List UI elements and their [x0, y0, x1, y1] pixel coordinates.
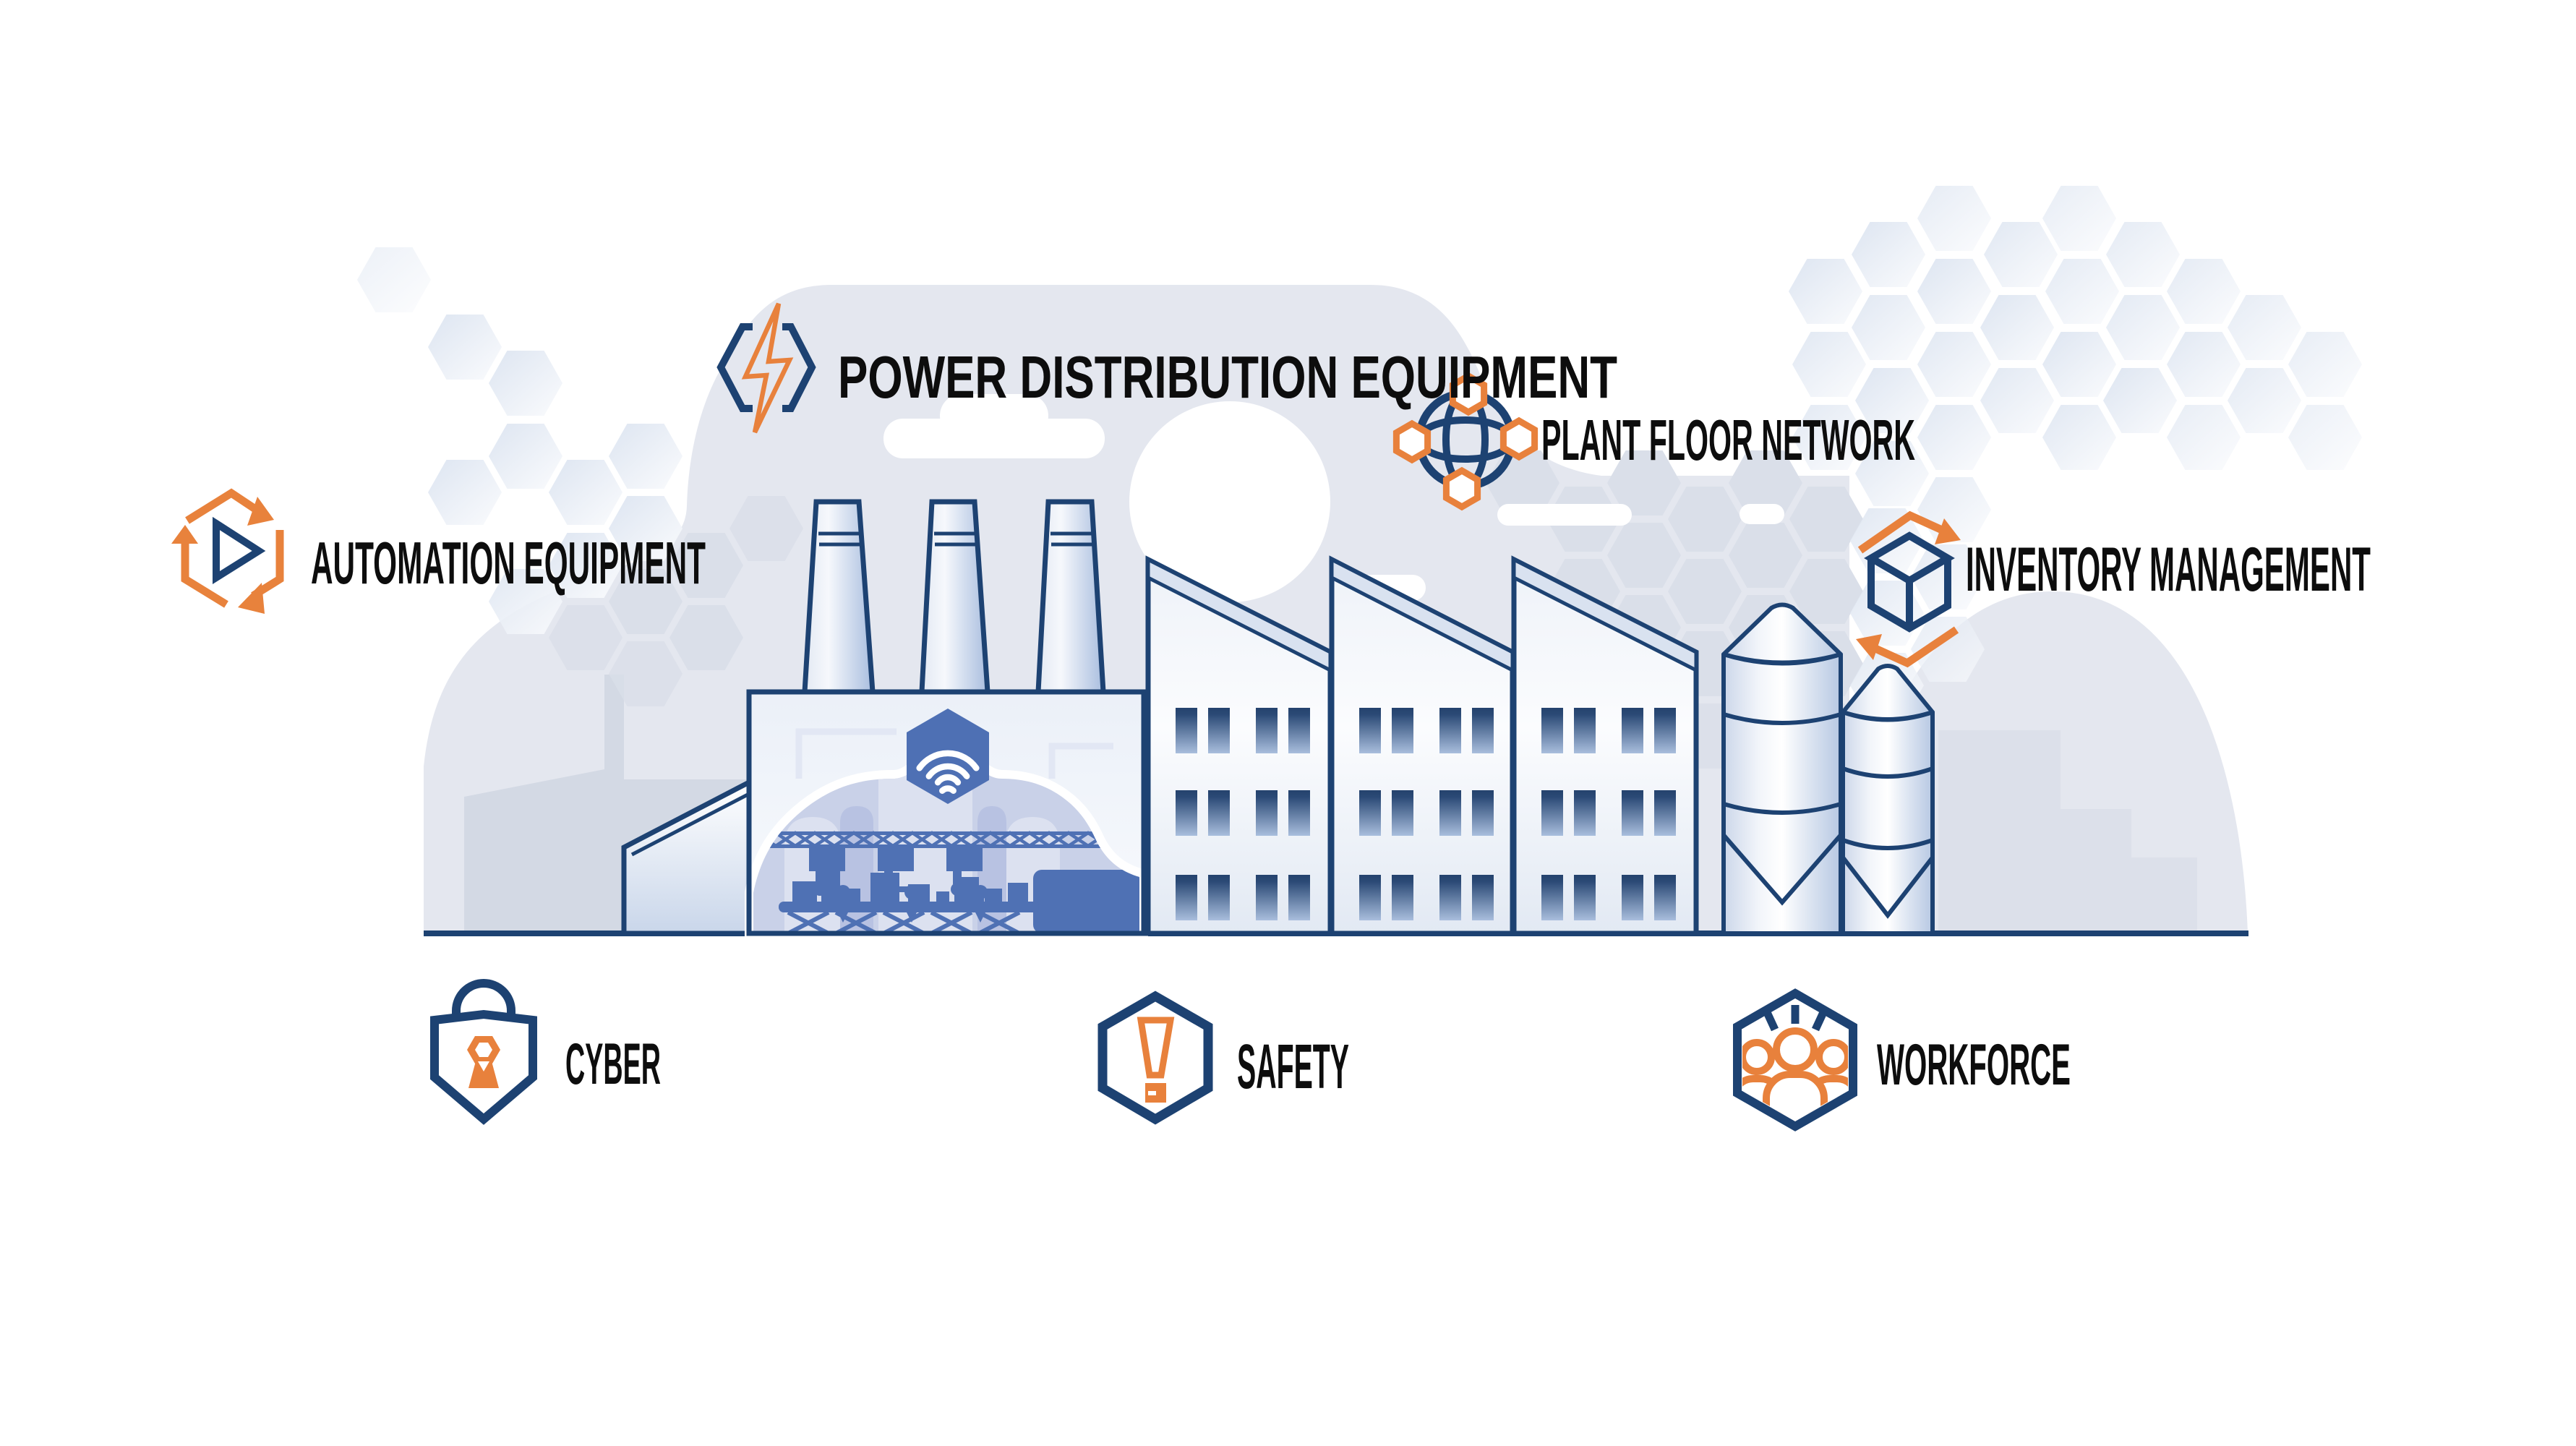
svg-text:AUTOMATION EQUIPMENT: AUTOMATION EQUIPMENT	[311, 529, 706, 596]
svg-text:PLANT FLOOR NETWORK: PLANT FLOOR NETWORK	[1541, 408, 1915, 472]
svg-text:WORKFORCE: WORKFORCE	[1877, 1032, 2071, 1098]
svg-text:SAFETY: SAFETY	[1237, 1032, 1349, 1102]
svg-text:CYBER: CYBER	[565, 1032, 661, 1097]
svg-text:POWER DISTRIBUTION EQUIPMENT: POWER DISTRIBUTION EQUIPMENT	[838, 343, 1617, 411]
svg-text:INVENTORY MANAGEMENT: INVENTORY MANAGEMENT	[1966, 535, 2371, 604]
